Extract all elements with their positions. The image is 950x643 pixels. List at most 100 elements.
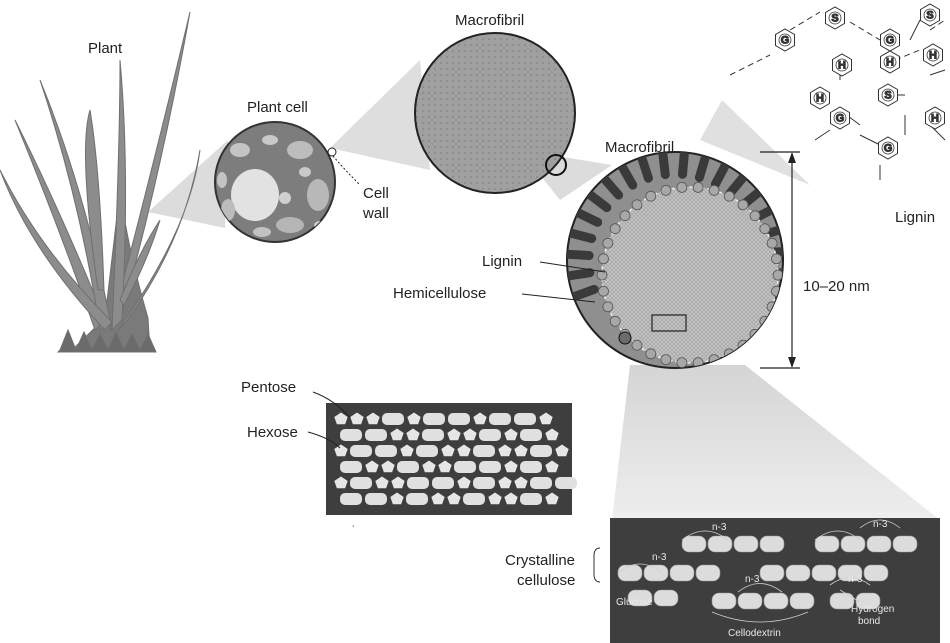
lignin-label: Lignin <box>482 253 522 270</box>
hexose-unit <box>473 445 495 457</box>
hexose-unit <box>350 477 372 489</box>
plant-label: Plant <box>88 40 123 57</box>
lignin-unit-label: G <box>884 143 893 155</box>
hemicellulose-bead <box>632 340 642 350</box>
hexose-unit <box>520 461 542 473</box>
hemicellulose-bead <box>677 358 687 368</box>
lignin-chem-label: Lignin <box>895 209 935 226</box>
hexose-unit <box>463 493 485 505</box>
crystalline-cellulose-panel: n-3 n-3 n-3 n-3 n-3 Glucose Cellodextrin… <box>610 518 940 643</box>
hexose-unit <box>365 493 387 505</box>
glucose-unit <box>618 565 642 581</box>
glucose-unit <box>708 536 732 552</box>
hemicellulose-bead <box>709 185 719 195</box>
hemicellulose-bead <box>661 355 671 365</box>
lignin-strand <box>569 233 592 239</box>
glucose-unit <box>790 593 814 609</box>
hemicellulose-panel <box>326 403 577 515</box>
hemicellulose-bead <box>603 238 613 248</box>
hemicellulose-bead <box>738 200 748 210</box>
lignin-unit-label: G <box>836 113 845 125</box>
macrofibril-cross-section <box>565 150 785 368</box>
hexose-unit <box>407 477 429 489</box>
lignin-strand <box>565 254 589 255</box>
hemicellulose-bead <box>646 349 656 359</box>
hexose-unit <box>520 493 542 505</box>
n3-label-2: n-3 <box>712 522 727 533</box>
hexose-unit <box>479 429 501 441</box>
lignin-unit-label: H <box>838 60 846 72</box>
hemicellulose-bead <box>632 200 642 210</box>
lignin-strand <box>566 273 590 277</box>
glucose-unit <box>867 536 891 552</box>
hemicellulose-bead <box>661 185 671 195</box>
lignin-unit-label: H <box>886 57 894 69</box>
glucose-unit <box>654 590 678 606</box>
hexose-unit <box>365 429 387 441</box>
hexose-unit <box>479 461 501 473</box>
hexose-unit <box>340 461 362 473</box>
hemicellulose-bead <box>677 182 687 192</box>
lignin-unit-label: H <box>929 50 937 62</box>
hexose-unit <box>520 429 542 441</box>
crystalline-label-line1: Crystalline <box>505 552 575 569</box>
glucose-unit <box>738 593 762 609</box>
glucose-unit <box>644 565 668 581</box>
glucose-unit <box>812 565 836 581</box>
hemicellulose-bead <box>610 224 620 234</box>
glucose-unit <box>764 593 788 609</box>
lignin-strand <box>683 150 685 174</box>
hemicellulose-bead <box>750 211 760 221</box>
hexose-unit <box>422 429 444 441</box>
crystalline-label-line2: cellulose <box>517 572 575 589</box>
glucose-unit <box>786 565 810 581</box>
hexose-unit <box>473 477 495 489</box>
lignin-unit-label: G <box>781 35 790 47</box>
hemicellulose-label: Hemicellulose <box>393 285 486 302</box>
lignin-unit-label: S <box>884 90 891 102</box>
hemicellulose-bead <box>599 286 609 296</box>
lignin-unit-label: G <box>886 35 895 47</box>
cellodextrin-label: Cellodextrin <box>728 628 781 639</box>
n3-label-3: n-3 <box>745 574 760 585</box>
lignin-unit-label: H <box>816 93 824 105</box>
hemicellulose-bead <box>772 254 782 264</box>
hexose-label: Hexose <box>247 424 298 441</box>
macrofibril-top <box>415 33 575 193</box>
glucose-unit <box>841 536 865 552</box>
hexose-unit <box>432 477 454 489</box>
cell-wall-pointer <box>333 156 360 185</box>
n3-label-5: n-3 <box>848 574 863 585</box>
hexose-unit <box>350 445 372 457</box>
stray-mark: ˎ <box>352 517 355 528</box>
hexose-unit <box>375 445 397 457</box>
crystalline-bracket <box>594 548 600 582</box>
hydrogen-bond-label-line1: Hydrogen <box>851 604 894 615</box>
lignin-unit-label: H <box>931 113 939 125</box>
glucose-unit <box>734 536 758 552</box>
hexose-unit <box>514 413 536 425</box>
macrofibril-right-label: Macrofibril <box>605 139 674 156</box>
hemicellulose-bead <box>750 329 760 339</box>
hexose-unit <box>406 493 428 505</box>
glucose-unit <box>864 565 888 581</box>
macrofibril-top-label: Macrofibril <box>455 12 524 29</box>
cell-wall-label-line2: wall <box>362 205 389 222</box>
glucose-unit <box>760 565 784 581</box>
glucose-unit <box>670 565 694 581</box>
glucose-unit <box>893 536 917 552</box>
plant-cell <box>215 122 336 242</box>
hexose-unit <box>530 477 552 489</box>
glucose-unit <box>815 536 839 552</box>
hexose-unit <box>489 413 511 425</box>
hemicellulose-bead <box>620 211 630 221</box>
hemicellulose-bead <box>724 191 734 201</box>
hemicellulose-bead <box>767 238 777 248</box>
plant-illustration <box>0 12 200 352</box>
glucose-unit <box>712 593 736 609</box>
hexose-unit <box>448 413 470 425</box>
lignin-unit-label: S <box>926 10 933 22</box>
n3-label-4: n-3 <box>873 519 888 530</box>
hexose-unit <box>416 445 438 457</box>
